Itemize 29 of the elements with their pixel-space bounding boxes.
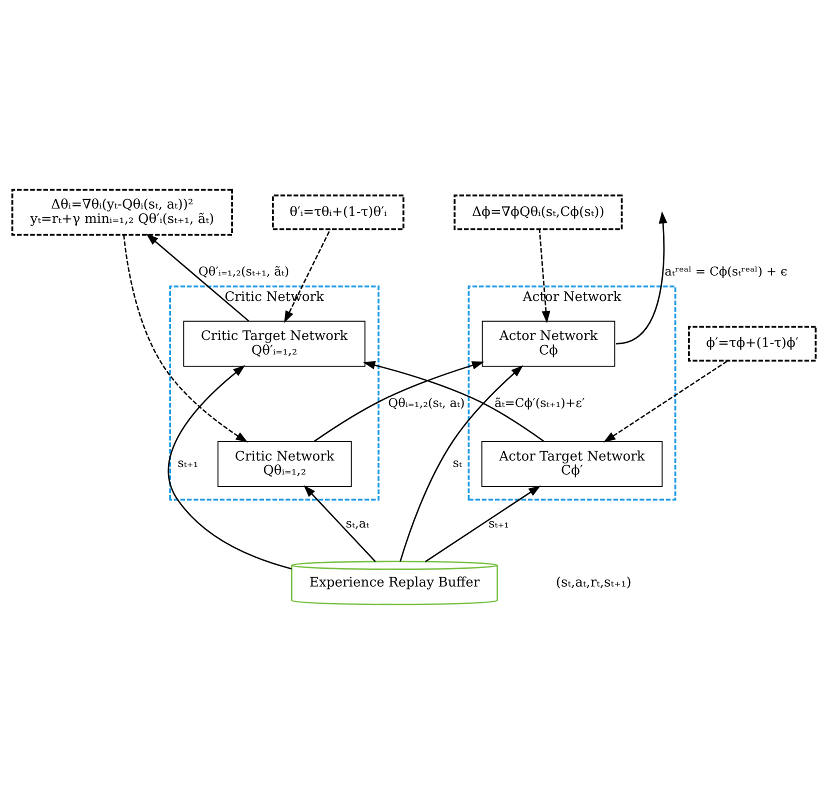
edge-label: Qθᵢ₌₁,₂(sₜ, aₜ) <box>388 396 465 410</box>
node-box: ϕ′=τϕ+(1-τ)ϕ′ <box>688 325 817 362</box>
arrow <box>616 210 668 344</box>
edge-label: sₜ₊₁ <box>488 516 510 530</box>
arrow <box>538 228 550 323</box>
edge-label: Qθ′ᵢ₌₁,₂(sₜ₊₁, ãₜ) <box>198 264 290 278</box>
arrow <box>168 364 292 569</box>
arrow <box>123 234 248 442</box>
node-box: Critic Network Qθᵢ₌₁,₂ <box>218 440 352 486</box>
arrow <box>146 233 250 322</box>
node-box: Actor Network Cϕ <box>482 320 616 366</box>
edge-label: sₜ₊₁ <box>178 456 198 470</box>
node-box: θ′ᵢ=τθᵢ+(1-τ)θ′ᵢ <box>272 194 404 230</box>
edge-label: aₜʳᵉᵃˡ = Cϕ(sₜʳᵉᵃˡ) + ϵ <box>664 264 788 278</box>
arrow <box>314 360 484 442</box>
arrow <box>425 485 541 562</box>
arrow <box>400 364 524 562</box>
arrow <box>362 360 544 442</box>
label: (sₜ,aₜ,rₜ,sₜ₊₁) <box>556 574 632 590</box>
node-box: Δϕ=∇ϕQθᵢ(sₜ,Cϕ(sₜ)) <box>454 194 623 230</box>
node-box: Actor Target Network Cϕ′ <box>481 440 663 486</box>
edge-label: sₜ,aₜ <box>346 516 370 530</box>
arrow <box>284 228 331 323</box>
node-box: Critic Target Network Qθ′ᵢ₌₁,₂ <box>183 320 366 366</box>
arrow <box>603 360 728 442</box>
edge-label: ãₜ=Cϕ′(sₜ₊₁)+ε′ <box>494 396 585 410</box>
node-box: Δθᵢ=∇θᵢ(yₜ-Qθᵢ(sₜ, aₜ))² yₜ=rₜ+γ minᵢ₌₁,₂ Qθ′ᵢ(sₜ₊₁, ãₜ) <box>11 188 233 236</box>
arrow <box>304 484 376 562</box>
edge-label: sₜ <box>452 456 462 470</box>
